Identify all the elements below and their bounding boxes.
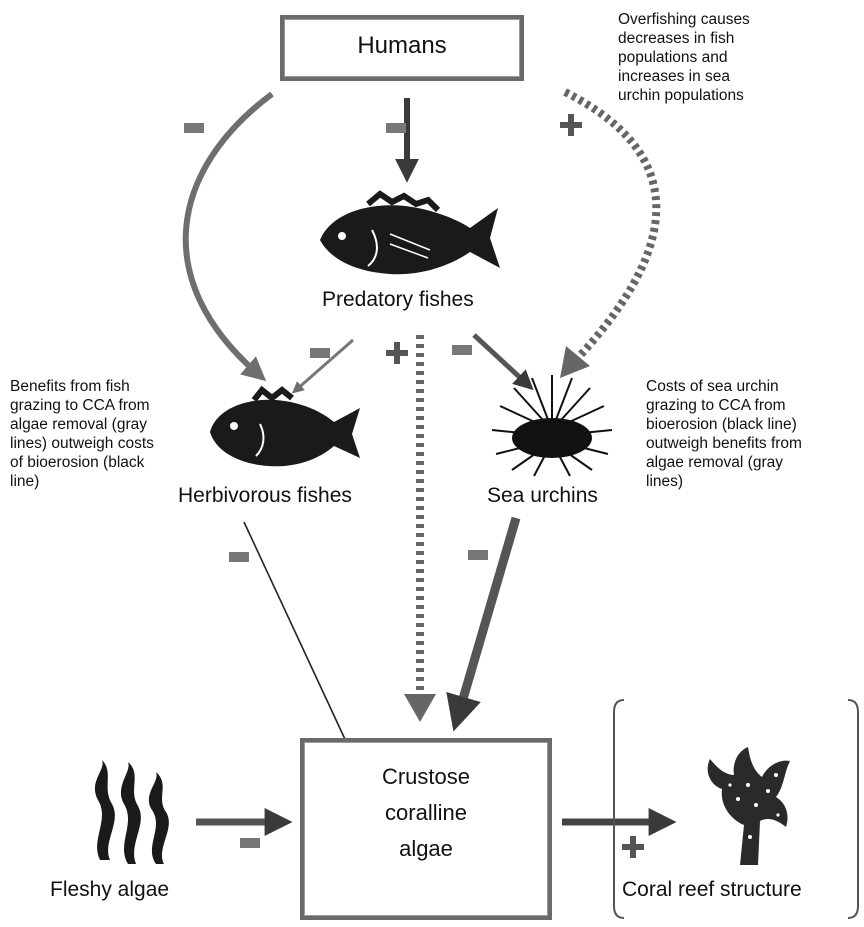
note-line: populations and xyxy=(618,49,728,66)
note-line: Costs of sea urchin xyxy=(646,378,779,395)
plus-sign xyxy=(622,836,644,858)
overfishing-note: Overfishing causes decreases in fish pop… xyxy=(618,10,750,105)
arrow-humans-to-urchins-dotted xyxy=(563,88,661,365)
note-line: bioerosion (black line) xyxy=(646,416,797,433)
minus-sign xyxy=(310,348,330,358)
sea-urchin-icon xyxy=(491,375,613,477)
fish-icon xyxy=(210,385,360,467)
humans-label: Humans xyxy=(357,32,447,59)
arrowhead-cca-dotted xyxy=(404,694,436,722)
minus-sign xyxy=(468,550,488,560)
coral-bracket-right xyxy=(847,699,859,919)
note-line: outweigh benefits from xyxy=(646,435,802,452)
minus-sign xyxy=(452,345,472,355)
note-line: Overfishing causes xyxy=(618,11,750,28)
fleshy-algae-label: Fleshy algae xyxy=(50,878,170,901)
sea-urchins-label: Sea urchins xyxy=(487,484,598,507)
coral-icon xyxy=(707,747,790,865)
note-line: grazing to CCA from xyxy=(646,397,786,414)
coral-reef-label: Coral reef structure xyxy=(622,878,802,901)
plus-sign xyxy=(560,114,582,136)
minus-sign xyxy=(229,552,249,562)
arrow-humans-to-herbivorous xyxy=(182,91,274,382)
minus-sign xyxy=(386,123,406,133)
herbivorous-fishes-label: Herbivorous fishes xyxy=(178,484,352,507)
cca-label-line2: coralline xyxy=(385,800,467,825)
note-line: lines) xyxy=(646,473,684,490)
fish-icon xyxy=(320,190,500,275)
cca-box xyxy=(300,738,552,920)
arrow-herbivorous-to-cca xyxy=(243,521,352,753)
note-line: decreases in fish xyxy=(618,30,735,47)
note-line: of bioerosion (black xyxy=(10,454,145,471)
cca-label-line1: Crustose xyxy=(381,764,471,789)
cca-label-line3: algae xyxy=(399,836,453,861)
minus-sign xyxy=(240,838,260,848)
note-line: urchin populations xyxy=(618,87,744,104)
arrow-urchins-to-cca xyxy=(446,516,521,732)
note-line: algae removal (gray xyxy=(646,454,783,471)
note-line: increases in sea xyxy=(618,68,731,85)
note-line: line) xyxy=(10,473,40,490)
predatory-fishes-label: Predatory fishes xyxy=(322,288,474,311)
note-line: Benefits from fish xyxy=(10,378,130,395)
note-line: grazing to CCA from xyxy=(10,397,150,414)
coral-bracket xyxy=(613,699,625,919)
arrowhead-urchins-dotted xyxy=(560,346,590,378)
arrow-predatory-to-urchins xyxy=(472,333,534,391)
arrow-predatory-to-herbivorous xyxy=(291,338,354,394)
note-line: lines) outweigh costs xyxy=(10,435,154,452)
plus-sign xyxy=(386,342,408,364)
note-line: algae removal (gray xyxy=(10,416,147,433)
seaweed-icon xyxy=(94,760,169,864)
fish-benefits-note: Benefits from fish grazing to CCA from a… xyxy=(10,377,154,491)
minus-sign xyxy=(184,123,204,133)
urchin-costs-note: Costs of sea urchin grazing to CCA from … xyxy=(646,377,802,491)
humans-box xyxy=(280,15,524,81)
